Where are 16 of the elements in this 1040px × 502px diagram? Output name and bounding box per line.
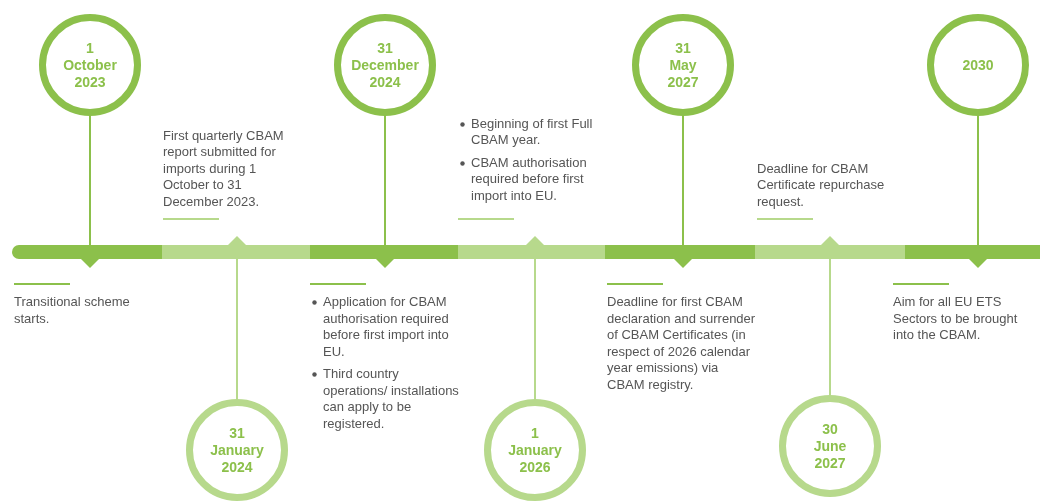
date-label: 31 December 2024 (350, 39, 420, 91)
date-label: 31 May 2027 (666, 39, 700, 91)
date-label: 2030 (961, 56, 995, 74)
milestone-description: First quarterly CBAM report submitted for imports during 1 October to 31 December 2023. (163, 127, 285, 210)
bullet-text: Beginning of first Full CBAM year. (471, 115, 594, 149)
bullet-text: Application for CBAM authorisation required before first import into EU. (323, 294, 450, 360)
bullet-text: CBAM authorisation required before first import into EU. (471, 154, 588, 204)
bullet-text: Third country operations/ installations can apply to be registered. (323, 366, 460, 432)
date-label: 31 January 2024 (209, 424, 265, 476)
milestone-description: Aim for all EU ETS Sectors to be brought into the CBAM. (893, 294, 1019, 344)
date-label: 1 January 2026 (507, 424, 563, 476)
date-label: 30 June 2027 (812, 420, 848, 472)
milestone-description: Deadline for first CBAM declaration and surrender of CBAM Certificates (in respect of 2026 calendar year emissions) via CBAM registry. (607, 294, 757, 393)
milestone-description: Transitional scheme starts. (14, 294, 131, 327)
milestone-description: Deadline for CBAM Certificate repurchase request. (757, 160, 886, 210)
date-label: 1 October 2023 (62, 39, 118, 91)
